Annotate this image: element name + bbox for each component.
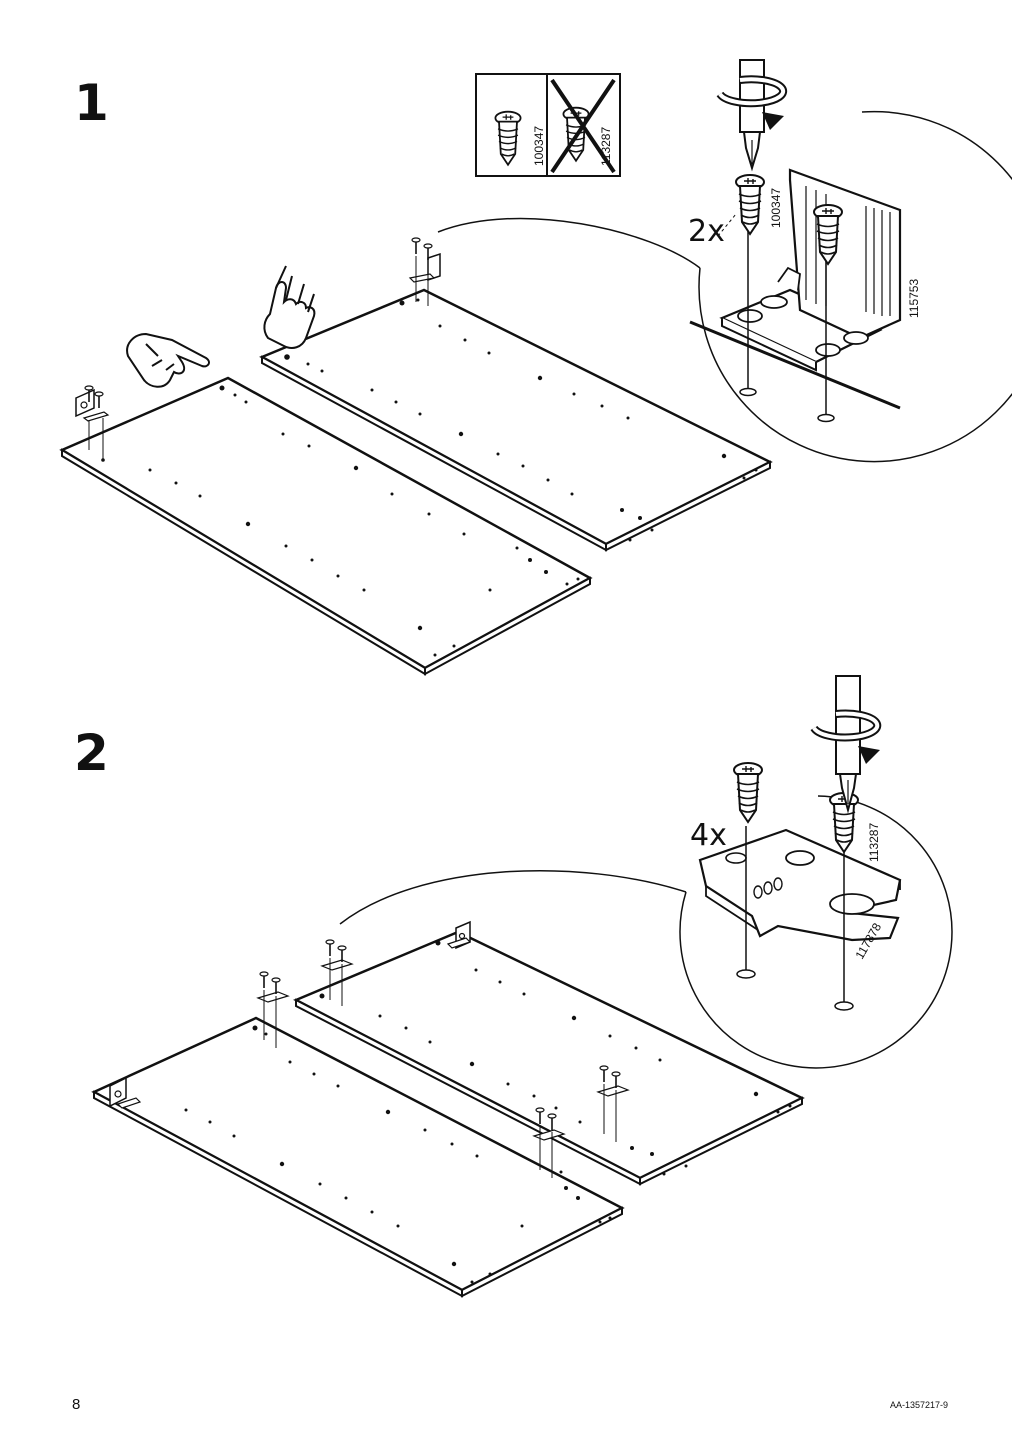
callout-bracket-part-number: 115753	[907, 279, 921, 318]
screw-icon	[735, 174, 765, 235]
pointing-hand-icon	[126, 332, 210, 388]
bracket-icon	[446, 920, 472, 950]
step-number: 2	[74, 724, 109, 782]
callout-connector	[437, 217, 701, 269]
pointing-hand-icon	[263, 265, 316, 349]
left-side-panel	[59, 376, 593, 676]
rotation-arrow-icon	[810, 709, 882, 764]
clip-bracket-icon	[256, 971, 290, 1048]
callout-screw-part-number: 113287	[867, 823, 881, 862]
screw-icon	[733, 762, 763, 823]
quantity-label: 4x	[690, 818, 727, 853]
bracket-icon	[408, 237, 441, 306]
clip-detail-callout: 113287 117878	[679, 762, 953, 1069]
document-code: AA-1357217-9	[889, 1400, 948, 1410]
step-number: 1	[74, 74, 109, 132]
screw-icon	[829, 792, 859, 853]
screwdriver-icon	[835, 675, 861, 814]
quantity-label: 2x	[688, 214, 725, 249]
bracket-icon	[75, 385, 110, 460]
right-side-panel	[259, 288, 773, 552]
bracket-icon	[719, 168, 902, 372]
correct-part-number: 100347	[532, 126, 546, 166]
clip-bracket-icon	[596, 1065, 630, 1142]
page-number: 8	[72, 1396, 81, 1413]
cross-mark-icon	[550, 78, 616, 174]
bracket-detail-callout: 100347 115753	[689, 110, 1012, 463]
screw-legend-box: 100347 113287	[475, 73, 621, 177]
rotation-arrow-icon	[716, 75, 788, 130]
callout-screw-part-number: 100347	[769, 188, 783, 228]
back-side-panel	[293, 920, 805, 1186]
callout-connector	[339, 869, 687, 925]
clip-bracket-icon	[532, 1107, 566, 1178]
bracket-icon	[109, 1076, 142, 1109]
clip-bracket-icon	[320, 939, 354, 1006]
clip-bracket-icon	[698, 828, 902, 942]
front-side-panel	[91, 1016, 625, 1298]
